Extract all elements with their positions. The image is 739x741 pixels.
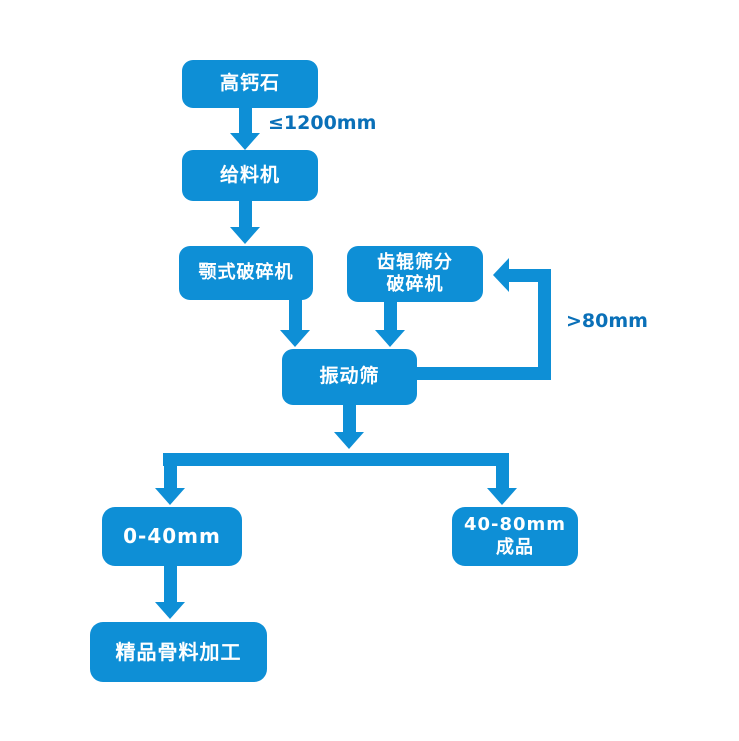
loop-segment-vertical xyxy=(538,269,551,380)
arrow-product-to-aggregate-processing xyxy=(155,566,185,619)
arrow-shaft xyxy=(163,566,177,602)
edge-label-feed-size: ≤1200mm xyxy=(268,112,377,134)
arrow-down-icon xyxy=(375,330,405,347)
arrow-down-icon xyxy=(230,133,260,150)
arrow-shaft xyxy=(238,201,252,227)
node-product-40-80mm: 40-80mm 成品 xyxy=(452,507,578,566)
arrow-down-icon xyxy=(280,330,310,347)
arrow-roller-crusher-to-screen xyxy=(375,302,405,347)
arrow-shaft xyxy=(238,108,252,133)
node-raw-material: 高钙石 xyxy=(182,60,318,108)
edge-label-oversize: >80mm xyxy=(566,310,648,332)
split-bar xyxy=(163,453,509,466)
arrow-feeder-to-jaw-crusher xyxy=(230,201,260,244)
arrow-shaft xyxy=(383,302,397,330)
loop-segment-bottom xyxy=(417,367,551,380)
arrow-screen-to-split xyxy=(334,405,364,449)
node-toothed-roller-crusher: 齿辊筛分 破碎机 xyxy=(347,246,483,302)
arrow-jaw-crusher-to-screen xyxy=(280,300,310,347)
arrow-down-icon xyxy=(155,488,185,505)
node-feeder: 给料机 xyxy=(182,150,318,201)
arrow-shaft xyxy=(342,405,356,432)
loop-segment-top xyxy=(509,269,551,282)
arrow-down-icon xyxy=(230,227,260,244)
arrow-down-icon xyxy=(155,602,185,619)
node-vibrating-screen: 振动筛 xyxy=(282,349,417,405)
arrow-down-icon xyxy=(487,488,517,505)
arrow-shaft xyxy=(288,300,302,330)
node-jaw-crusher: 颚式破碎机 xyxy=(179,246,313,300)
node-product-0-40mm: 0-40mm xyxy=(102,507,242,566)
arrow-raw-to-feeder xyxy=(230,108,260,150)
arrow-down-icon xyxy=(334,432,364,449)
arrow-left-icon xyxy=(493,258,509,292)
node-fine-aggregate-processing: 精品骨料加工 xyxy=(90,622,267,682)
